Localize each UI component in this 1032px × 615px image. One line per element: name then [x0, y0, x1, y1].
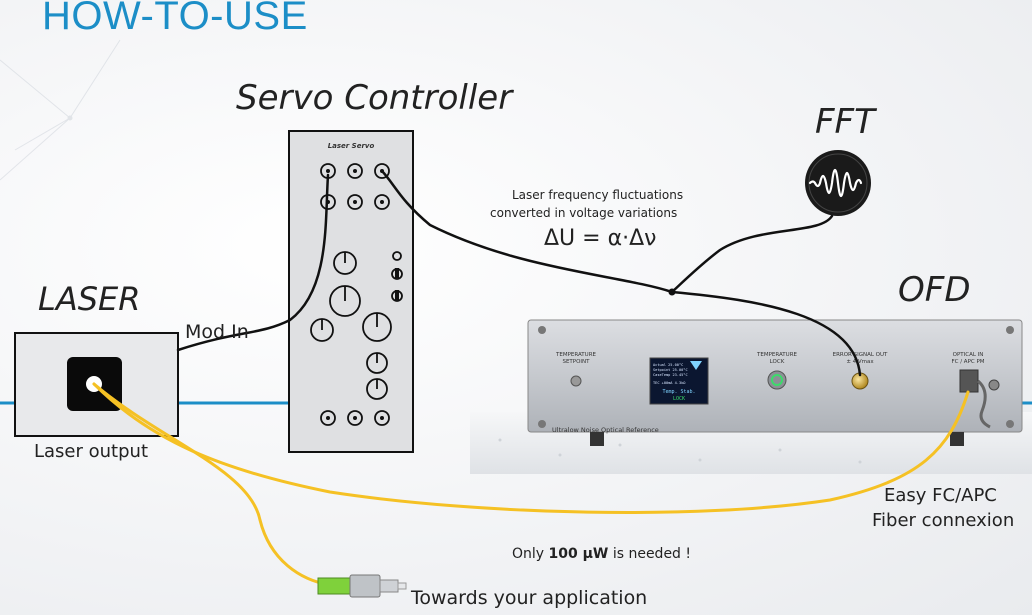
- fiber-label-line1: Easy FC/APC: [884, 485, 997, 506]
- servo-controller-title: Servo Controller: [236, 78, 513, 118]
- equation-label: ΔU = α·Δν: [544, 226, 657, 251]
- fft-title: FFT: [815, 102, 875, 142]
- panel-text: CaseTemp 23.45°C: [653, 373, 688, 377]
- ofd-footer-label: Ultralow Noise Optical Reference: [552, 426, 659, 434]
- laser-output-label: Laser output: [34, 441, 149, 462]
- power-requirement-label: Only 100 μW is needed !: [512, 546, 691, 562]
- background-decoration: [0, 39, 121, 181]
- fft-icon: [805, 150, 871, 216]
- ofd-title: OFD: [898, 270, 971, 310]
- panel-text: Actual 25.00°C: [653, 363, 683, 367]
- page-title: HOW-TO-USE: [42, 0, 308, 38]
- mod-in-label: Mod In: [185, 321, 249, 343]
- cable-junction: [668, 288, 676, 296]
- fluctuations-label-line2: converted in voltage variations: [490, 206, 678, 220]
- fiber-connector-icon: [317, 574, 407, 598]
- power-suffix: is needed !: [608, 546, 692, 562]
- panel-text: LOCK: [770, 359, 785, 365]
- ofd-panel-labels: TEMPERATURE SETPOINT TEMPERATURE LOCK ER…: [555, 352, 985, 365]
- panel-text: LOCK: [673, 396, 685, 402]
- power-prefix: Only: [512, 546, 549, 562]
- panel-text: TEC +00mA 4.3kΩ: [653, 381, 686, 385]
- temperature-lock-label: TEMPERATURE: [756, 352, 798, 358]
- yellow-fibers: [92, 382, 970, 587]
- panel-text: Temp. Stab.: [662, 389, 695, 395]
- towards-application-label: Towards your application: [411, 587, 648, 609]
- fiber-label-line2: Fiber connexion: [872, 510, 1015, 531]
- ofd-device: [527, 319, 1023, 446]
- black-cables: [176, 169, 862, 377]
- temperature-setpoint-label: TEMPERATURE: [555, 352, 597, 358]
- panel-text: ± 4 Vmax: [846, 359, 874, 365]
- laser-title: LASER: [38, 280, 141, 318]
- fluctuations-label-line1: Laser frequency fluctuations: [512, 188, 684, 202]
- panel-text: Setpoint 25.00°C: [653, 368, 688, 372]
- table-holes: [498, 438, 862, 464]
- ofd-screen-text: Actual 25.00°C Setpoint 25.00°C CaseTemp…: [653, 363, 696, 402]
- servo-controller-panel: Laser Servo: [288, 130, 414, 453]
- panel-text: SETPOINT: [562, 359, 590, 365]
- servo-brand-label: Laser Servo: [328, 142, 375, 150]
- optical-in-label: OPTICAL IN: [953, 352, 984, 358]
- power-value: 100 μW: [548, 546, 609, 562]
- error-signal-label: ERROR SIGNAL OUT: [833, 352, 888, 358]
- panel-text: FC / APC PM: [951, 359, 984, 365]
